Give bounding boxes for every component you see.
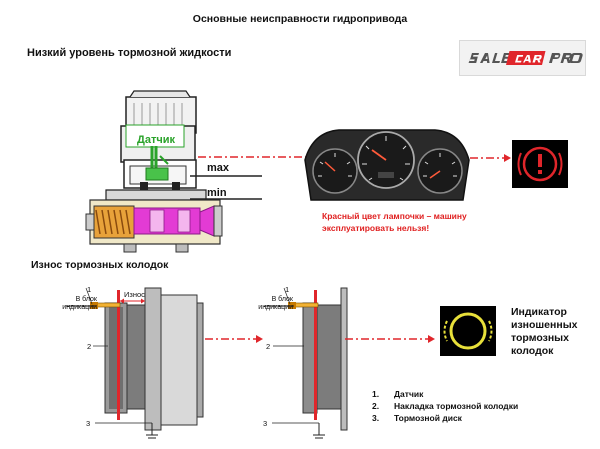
callout-1-a: 1 [87, 285, 91, 294]
logo-pro-text [549, 53, 583, 63]
legend-number: 1. [372, 389, 380, 399]
legend-item: 1. Датчик [372, 388, 518, 400]
callout-2-b: 2 [266, 342, 270, 351]
max-label: max [207, 162, 230, 174]
sensor-float [145, 167, 169, 181]
instrument-cluster [304, 129, 470, 201]
legend-item: 3. Тормозной диск [372, 412, 518, 424]
sensor-label: Датчик [137, 134, 175, 146]
callout-3-a: 3 [86, 419, 90, 428]
min-label: min [207, 187, 227, 199]
pad-wear-indicator-icon [440, 306, 496, 356]
logo-sale-text [468, 53, 512, 63]
brand-logo [459, 40, 586, 76]
to-block-label-1: В блок индикации [62, 296, 97, 311]
legend-number: 3. [372, 413, 380, 423]
callout-1-b: 1 [285, 285, 289, 294]
legend-text: Датчик [394, 389, 424, 399]
brake-warning-light-icon [512, 140, 568, 188]
callout-3-b: 3 [263, 419, 267, 428]
brake-assembly-worn [66, 287, 204, 439]
legend-item: 2. Накладка тормозной колодки [372, 400, 518, 412]
legend-list: 1. Датчик 2. Накладка тормозной колодки 3.… [372, 388, 518, 424]
brake-assembly-ok [264, 287, 348, 439]
to-block-label-2: В блок индикации [258, 296, 293, 311]
level-lines [190, 175, 262, 200]
legend-number: 2. [372, 401, 380, 411]
callout-2-a: 2 [87, 342, 91, 351]
reservoir-diagram [85, 90, 223, 253]
section-heading-pad-wear: Износ тормозных колодок [31, 259, 169, 271]
logo-car-text [515, 55, 542, 63]
indicator-caption: Индикатор изношенных тормозных колодок [511, 306, 578, 357]
legend-text: Накладка тормозной колодки [394, 401, 519, 411]
warning-text: Красный цвет лампочки – машину эксплуати… [322, 211, 467, 233]
page-title: Основные неисправности гидропривода [192, 13, 408, 25]
wear-label: Износ [124, 290, 145, 299]
section-heading-low-fluid: Низкий уровень тормозной жидкости [27, 47, 232, 59]
legend-text: Тормозной диск [394, 413, 462, 423]
